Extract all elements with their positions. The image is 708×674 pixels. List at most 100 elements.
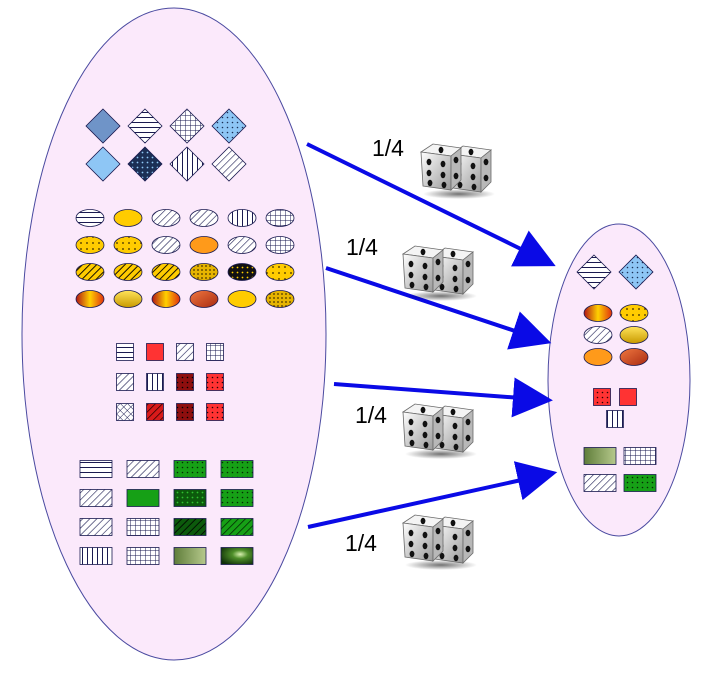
die-pip <box>452 264 458 272</box>
rect-diag-stripes <box>126 460 160 478</box>
diamond-h-stripes <box>127 108 163 144</box>
sampling-arrow-4 <box>307 461 558 529</box>
oval-yellow <box>227 290 257 308</box>
die-pip <box>453 443 459 451</box>
oval-orange <box>189 236 219 254</box>
square-diag-stripes <box>116 373 134 391</box>
die-pip <box>408 429 414 437</box>
dice-shadow <box>405 291 477 301</box>
rect-grid <box>623 447 657 465</box>
die-side-face <box>462 251 474 295</box>
probability-label-2: 1/4 <box>346 234 378 260</box>
die <box>401 245 444 293</box>
die-pip <box>465 529 471 537</box>
oval-yellow <box>113 209 143 227</box>
sample-ovals <box>583 304 649 366</box>
die-pip <box>452 533 458 541</box>
die-pip <box>452 275 458 283</box>
oval-v-stripes <box>227 209 257 227</box>
die-pip <box>438 146 444 154</box>
dice-icons <box>401 143 495 570</box>
oval-h-stripes <box>75 209 105 227</box>
die-pip <box>465 434 471 442</box>
dice-shadow <box>405 449 477 459</box>
die <box>401 514 444 562</box>
rect-photo <box>220 547 254 565</box>
die-pip <box>408 529 414 537</box>
die-pip <box>452 433 458 441</box>
dice-icon <box>401 514 477 570</box>
die-pip <box>422 420 428 428</box>
die-front-face <box>402 411 434 451</box>
diamond-light-blue-dots <box>618 254 654 290</box>
rect-green-dots <box>220 460 254 478</box>
oval-yellow-dots <box>113 236 143 254</box>
rect-green-dots <box>623 474 657 492</box>
oval-yellow-gradient <box>113 290 143 308</box>
die-pip <box>471 183 477 191</box>
die-pip <box>450 519 456 527</box>
oval-yellow-dots <box>265 263 295 281</box>
sample-rects <box>583 447 657 492</box>
die-pip <box>439 552 445 560</box>
die-pip <box>435 527 441 535</box>
die-pip <box>468 148 474 156</box>
die-pip <box>408 260 414 268</box>
die-pip <box>483 158 489 166</box>
die-pip <box>470 173 476 181</box>
rect-h-stripes <box>79 460 113 478</box>
die-side-face <box>432 407 444 451</box>
dice-shadow <box>423 189 495 199</box>
sampling-arrow-1 <box>306 142 556 267</box>
die-pip <box>450 250 456 258</box>
diamond-grid <box>169 108 205 144</box>
oval-diag-stripes <box>151 209 181 227</box>
die-pip <box>465 260 471 268</box>
die-pip <box>427 179 433 187</box>
die-front-face <box>402 522 434 562</box>
die-pip <box>435 274 441 282</box>
die-pip <box>453 172 459 180</box>
oval-yellow-hatch <box>151 263 181 281</box>
square-red <box>619 388 637 406</box>
square-red <box>146 343 164 361</box>
die-pip <box>453 156 459 164</box>
diamond-diag-stripes <box>211 146 247 182</box>
oval-diag-stripes <box>151 236 181 254</box>
probability-label-4: 1/4 <box>345 530 377 556</box>
rect-diag-stripes <box>583 474 617 492</box>
oval-yellow-dots <box>75 236 105 254</box>
die-side-face <box>450 147 462 191</box>
square-grid <box>206 343 224 361</box>
die-pip <box>435 543 441 551</box>
square-v-stripes <box>606 410 624 428</box>
probability-label-3: 1/4 <box>355 402 387 428</box>
die-pip <box>422 262 428 270</box>
die-pip <box>420 517 426 525</box>
die-pip <box>409 550 415 558</box>
oval-yellow-grid <box>265 290 295 308</box>
die-pip <box>440 160 446 168</box>
population-rects <box>79 460 254 565</box>
die-side-face <box>432 249 444 293</box>
square-dark-red-dots <box>176 403 194 421</box>
sampling-arrow-3 <box>333 377 553 418</box>
oval-red-gradient <box>619 348 649 366</box>
oval-yellow-gradient <box>619 326 649 344</box>
oval-yellow-red-gradient <box>75 290 105 308</box>
die-pip <box>465 545 471 553</box>
population-diamonds <box>85 108 247 182</box>
die-pip <box>426 169 432 177</box>
square-diag-stripes <box>176 343 194 361</box>
dice-shadow <box>405 560 477 570</box>
die-pip <box>435 258 441 266</box>
oval-yellow-grid <box>189 263 219 281</box>
die-pip <box>409 439 415 447</box>
square-v-stripes <box>146 373 164 391</box>
die-side-face <box>480 149 492 193</box>
die-pip <box>420 406 426 414</box>
rect-dark-green-hatch <box>173 518 207 536</box>
die-pip <box>435 416 441 424</box>
die-pip <box>452 422 458 430</box>
